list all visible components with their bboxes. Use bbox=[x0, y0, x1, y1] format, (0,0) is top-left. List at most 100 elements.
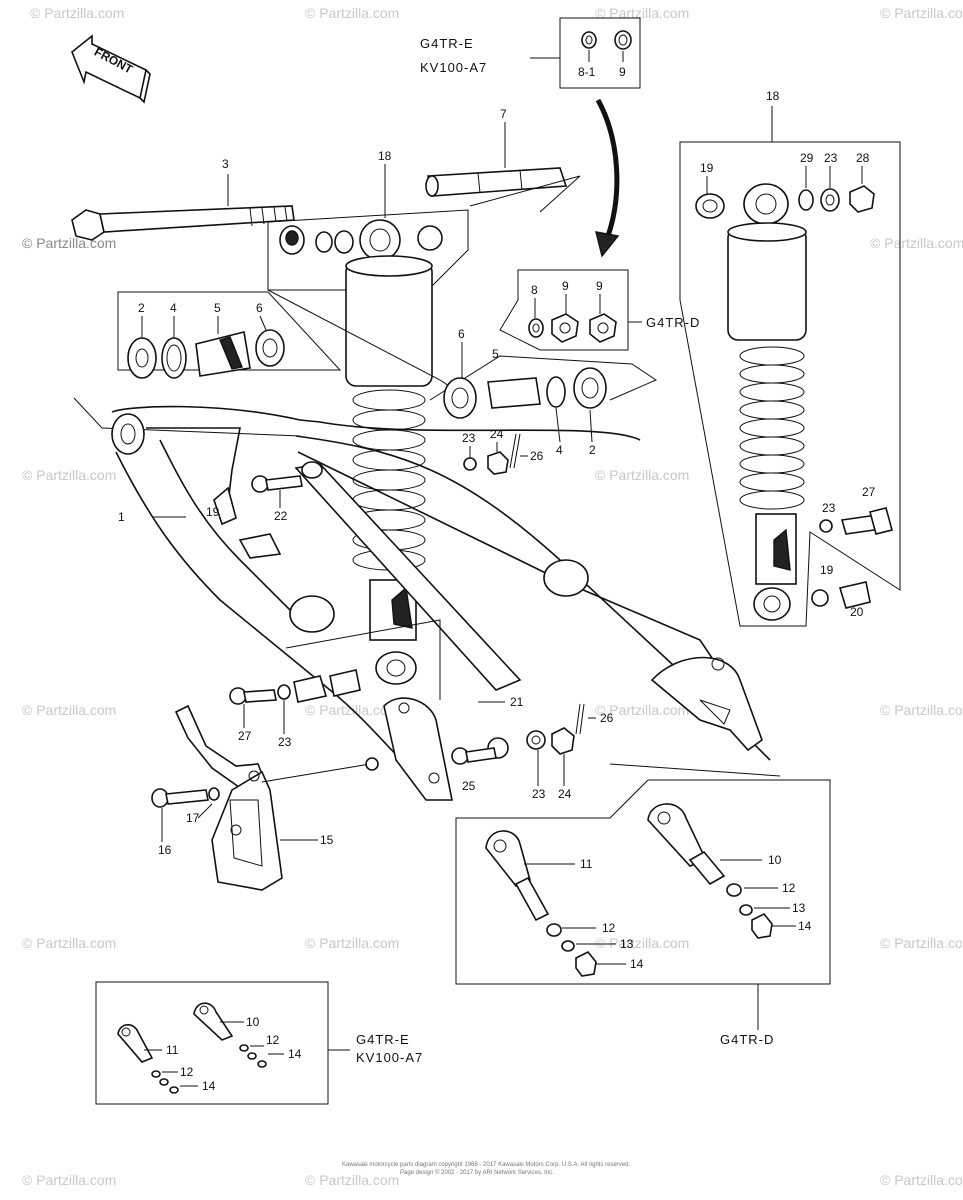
callout-16: 16 bbox=[158, 843, 172, 857]
model-label: G4TR-D bbox=[720, 1032, 774, 1047]
callout-10: 10 bbox=[768, 853, 782, 867]
bushing-group-left: 2 4 5 6 bbox=[117, 291, 342, 379]
callout-21: 21 bbox=[510, 695, 524, 709]
bolt-3: 3 bbox=[71, 157, 295, 241]
callout-12: 12 bbox=[602, 921, 616, 935]
watermark: © Partzilla.com bbox=[595, 935, 689, 951]
watermark: © Partzilla.com bbox=[870, 235, 963, 251]
callout-15: 15 bbox=[320, 833, 334, 847]
watermark: © Partzilla.com bbox=[22, 702, 116, 718]
callout-10: 10 bbox=[246, 1015, 260, 1029]
bolt-27-left: 27 23 bbox=[229, 669, 361, 749]
callout-24: 24 bbox=[558, 787, 572, 801]
callout-5: 5 bbox=[214, 301, 221, 315]
model-label: G4TR-E bbox=[420, 36, 474, 51]
callout-11: 11 bbox=[580, 857, 593, 871]
callout-14: 14 bbox=[630, 957, 644, 971]
bolt-22: 22 bbox=[251, 475, 303, 523]
model-label: KV100-A7 bbox=[420, 60, 487, 75]
watermark: © Partzilla.com bbox=[22, 235, 116, 251]
callout-13: 13 bbox=[792, 901, 806, 915]
callout-7: 7 bbox=[500, 107, 507, 121]
guide-arm-21: 21 bbox=[478, 695, 524, 709]
model-label: G4TR-D bbox=[646, 315, 700, 330]
model-label: KV100-A7 bbox=[356, 1050, 423, 1065]
watermark: © Partzilla.com bbox=[880, 935, 963, 951]
front-arrow-icon: FRONT bbox=[71, 34, 151, 104]
callout-4: 4 bbox=[556, 443, 563, 457]
callout-17: 17 bbox=[186, 811, 200, 825]
variant-box-bottom-left: G4TR-E KV100-A7 10 12 14 11 12 14 bbox=[95, 981, 423, 1105]
watermark: © Partzilla.com bbox=[880, 5, 963, 21]
watermark: © Partzilla.com bbox=[305, 935, 399, 951]
sleeve-7: 7 bbox=[425, 107, 581, 213]
watermark: © Partzilla.com bbox=[305, 1172, 399, 1188]
copyright-line: Kawasaki motorcycle parts diagram copyri… bbox=[342, 1162, 630, 1168]
callout-6: 6 bbox=[458, 327, 465, 341]
callout-24: 24 bbox=[490, 427, 504, 441]
callout-20: 20 bbox=[850, 605, 864, 619]
watermark: © Partzilla.com bbox=[595, 5, 689, 21]
callout-9: 9 bbox=[596, 279, 603, 293]
callout-18: 18 bbox=[378, 149, 392, 163]
callout-3: 3 bbox=[222, 157, 229, 171]
watermark: © Partzilla.com bbox=[22, 1172, 116, 1188]
callout-29: 29 bbox=[800, 151, 814, 165]
callout-2: 2 bbox=[589, 443, 596, 457]
bushing-group-right: 6 5 4 2 bbox=[429, 327, 658, 457]
watermark: © Partzilla.com bbox=[22, 467, 116, 483]
callout-28: 28 bbox=[856, 151, 870, 165]
watermarks: © Partzilla.com © Partzilla.com © Partzi… bbox=[22, 5, 963, 1188]
callout-19: 19 bbox=[700, 161, 714, 175]
callout-5: 5 bbox=[492, 347, 499, 361]
watermark: © Partzilla.com bbox=[880, 1172, 963, 1188]
replacement-arrow-icon bbox=[595, 98, 620, 258]
callout-18: 18 bbox=[766, 89, 780, 103]
copyright-line: Page design © 2002 - 2017 by ARI Network… bbox=[400, 1169, 554, 1176]
swing-arm-1: 1 19 bbox=[73, 397, 771, 801]
callout-27: 27 bbox=[862, 485, 876, 499]
callout-11: 11 bbox=[166, 1043, 179, 1057]
callout-14: 14 bbox=[202, 1079, 216, 1093]
nut-group-lower: 23 24 26 bbox=[526, 703, 614, 801]
variant-box-bottom-right: G4TR-D 10 12 13 14 11 12 13 14 bbox=[455, 763, 831, 1047]
bolt-25: 25 bbox=[451, 747, 497, 793]
callout-13: 13 bbox=[620, 937, 634, 951]
variant-box-top: G4TR-E KV100-A7 8-1 9 bbox=[420, 17, 641, 89]
callout-14: 14 bbox=[288, 1047, 302, 1061]
callout-1: 1 bbox=[118, 510, 125, 524]
callout-23: 23 bbox=[532, 787, 546, 801]
callout-23: 23 bbox=[462, 431, 476, 445]
footer: Kawasaki motorcycle parts diagram copyri… bbox=[342, 1162, 630, 1176]
model-label: G4TR-E bbox=[356, 1032, 410, 1047]
callout-12: 12 bbox=[266, 1033, 280, 1047]
callout-8: 8 bbox=[531, 283, 538, 297]
callout-23: 23 bbox=[278, 735, 292, 749]
callout-12: 12 bbox=[782, 881, 796, 895]
variant-box-mid: 8 9 9 G4TR-D bbox=[499, 269, 700, 351]
callout-19: 19 bbox=[820, 563, 834, 577]
watermark: © Partzilla.com bbox=[22, 935, 116, 951]
callout-9: 9 bbox=[619, 65, 626, 79]
callout-9: 9 bbox=[562, 279, 569, 293]
callout-23: 23 bbox=[824, 151, 838, 165]
callout-19: 19 bbox=[206, 505, 220, 519]
callout-14: 14 bbox=[798, 919, 812, 933]
callout-23: 23 bbox=[822, 501, 836, 515]
shock-absorber-center-18: 18 bbox=[267, 149, 471, 685]
callout-4: 4 bbox=[170, 301, 177, 315]
callout-27: 27 bbox=[238, 729, 252, 743]
watermark: © Partzilla.com bbox=[880, 702, 963, 718]
nut-group-center: 23 24 26 bbox=[462, 427, 544, 475]
callout-25: 25 bbox=[462, 779, 476, 793]
callout-6: 6 bbox=[256, 301, 263, 315]
watermark: © Partzilla.com bbox=[595, 467, 689, 483]
callout-26: 26 bbox=[600, 711, 614, 725]
callout-8-1: 8-1 bbox=[578, 65, 596, 79]
bracket-15: 15 16 17 bbox=[151, 704, 379, 891]
callout-22: 22 bbox=[274, 509, 288, 523]
watermark: © Partzilla.com bbox=[305, 5, 399, 21]
callout-12: 12 bbox=[180, 1065, 194, 1079]
shock-absorber-right-18: 18 19 29 23 28 bbox=[679, 89, 901, 627]
